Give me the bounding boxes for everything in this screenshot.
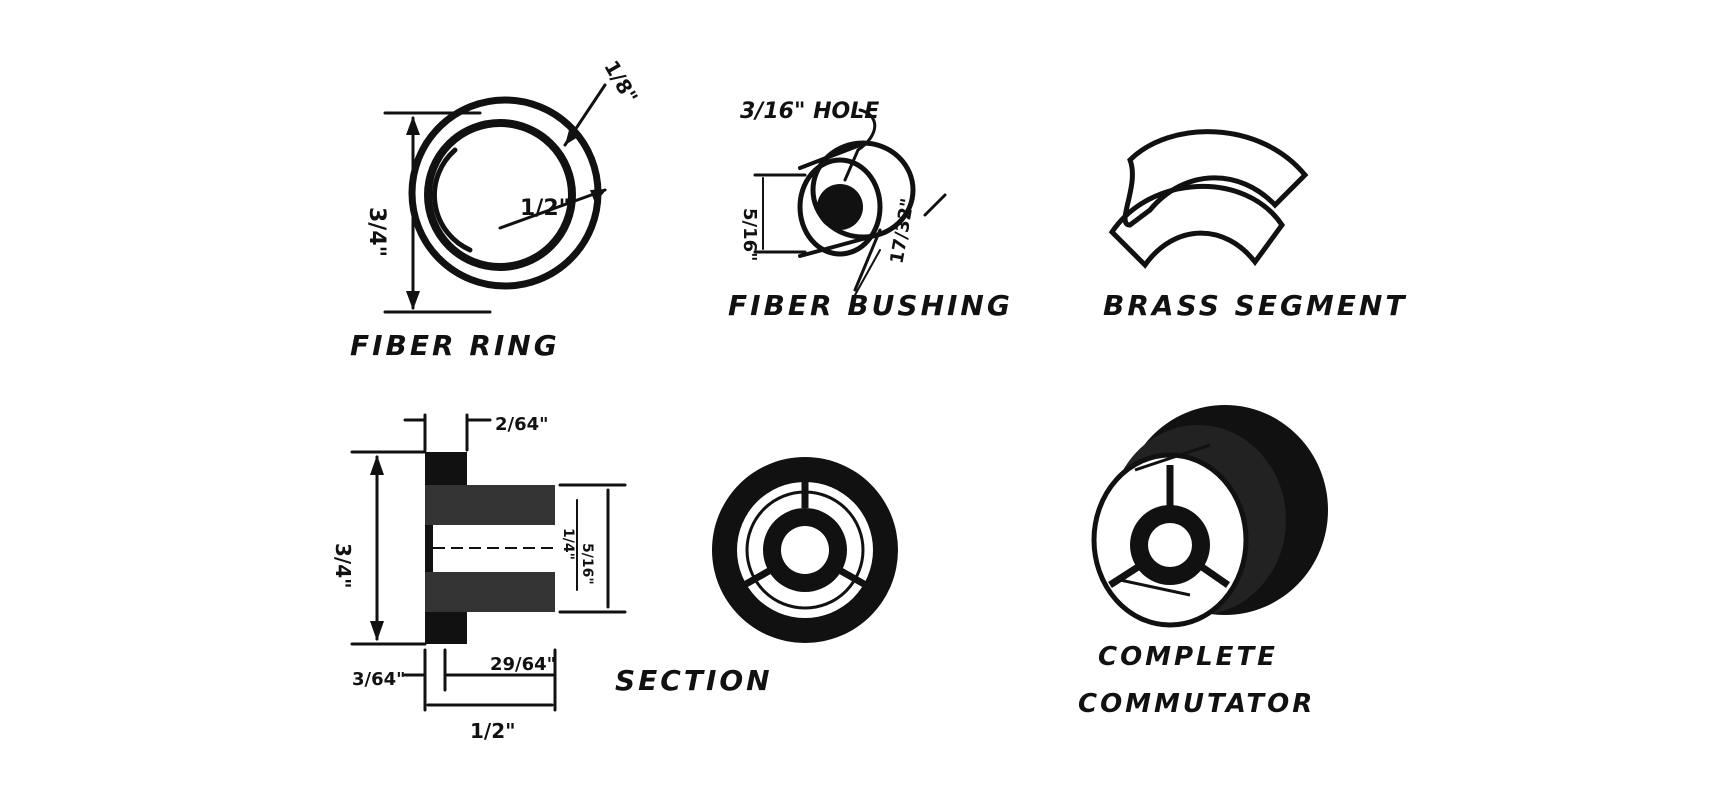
section-mid-dim: 5/16" <box>579 543 595 585</box>
complete-commutator-drawing <box>1091 405 1328 628</box>
section-len-dim: 29/64" <box>490 654 556 675</box>
flange-dim: 2/64" <box>495 414 549 435</box>
fiber-ring-label: FIBER RING <box>350 329 560 362</box>
section-cross-drawing <box>350 413 627 712</box>
fiber-ring-drawing <box>383 83 607 314</box>
complete-label-line1: COMPLETE <box>1098 642 1278 672</box>
ring-wall-dim: 1/8" <box>599 56 643 107</box>
section-label: SECTION <box>615 664 773 697</box>
section-left-dim: 3/64" <box>352 669 406 690</box>
section-small-dim: 1/4" <box>560 528 576 560</box>
section-outer-dim: 3/4" <box>331 543 355 589</box>
fiber-bushing-label: FIBER BUSHING <box>728 289 1013 322</box>
section-end-view-drawing <box>712 457 898 643</box>
complete-label-line2: COMMUTATOR <box>1078 689 1315 719</box>
brass-segment-label: BRASS SEGMENT <box>1103 289 1407 322</box>
hole-dim: 3/16" HOLE <box>740 99 879 124</box>
ring-outer-dim: 3/4" <box>364 207 389 257</box>
ring-inner-dim: 1/2" <box>520 196 570 221</box>
fiber-bushing-drawing <box>753 108 947 296</box>
section-total-dim: 1/2" <box>470 719 516 743</box>
bushing-dia-dim: 5/16" <box>739 208 760 262</box>
brass-segment-drawing <box>1108 129 1309 269</box>
bushing-len-dim: 17/32" <box>886 197 918 266</box>
